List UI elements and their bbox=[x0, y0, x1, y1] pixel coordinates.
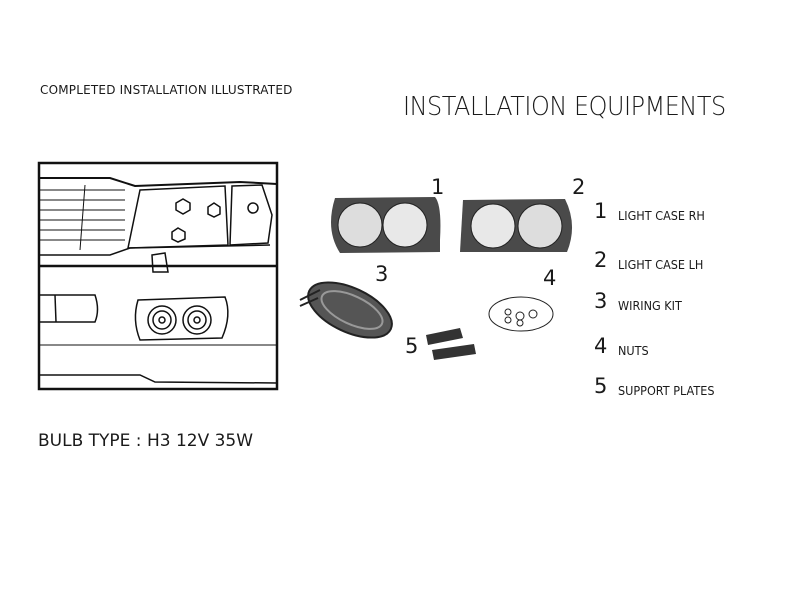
car-front-illustration bbox=[37, 161, 279, 391]
nuts-image bbox=[488, 296, 554, 332]
part-label: LIGHT CASE LH bbox=[618, 257, 704, 272]
callout-1: 1 bbox=[431, 175, 445, 199]
light-case-rh-image bbox=[331, 197, 441, 253]
part-number: 3 bbox=[594, 289, 608, 313]
part-label: NUTS bbox=[618, 343, 649, 358]
part-number: 2 bbox=[594, 248, 608, 272]
callout-5: 5 bbox=[405, 334, 419, 358]
support-plates-image bbox=[426, 328, 476, 360]
light-case-lh-image bbox=[460, 199, 573, 252]
part-number: 5 bbox=[594, 374, 608, 398]
callout-3: 3 bbox=[375, 262, 389, 286]
part-number: 1 bbox=[594, 199, 608, 223]
part-number: 4 bbox=[594, 334, 608, 358]
callout-4: 4 bbox=[543, 266, 557, 290]
wiring-kit-image bbox=[299, 281, 393, 339]
caption-completed-installation: COMPLETED INSTALLATION ILLUSTRATED bbox=[40, 83, 293, 97]
part-label: WIRING KIT bbox=[618, 298, 682, 313]
page-title: INSTALLATION EQUIPMENTS bbox=[403, 92, 726, 122]
part-label: LIGHT CASE RH bbox=[618, 208, 705, 223]
callout-2: 2 bbox=[572, 175, 586, 199]
bulb-type-note: BULB TYPE : H3 12V 35W bbox=[38, 431, 254, 451]
part-label: SUPPORT PLATES bbox=[618, 383, 715, 398]
